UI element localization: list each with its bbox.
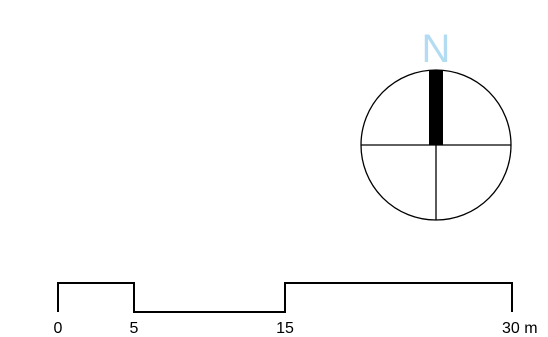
scale-bar-line xyxy=(57,282,513,313)
scale-bar: 0 5 15 30 m xyxy=(54,282,538,337)
compass-north-needle xyxy=(429,70,443,145)
scale-tick-label-5: 5 xyxy=(130,320,139,337)
north-arrow: N xyxy=(360,27,512,221)
scale-tick-label-15: 15 xyxy=(276,320,294,337)
scale-tick-label-0: 0 xyxy=(54,320,63,337)
scale-tick-label-30: 30 m xyxy=(502,320,538,337)
north-label: N xyxy=(422,27,451,71)
